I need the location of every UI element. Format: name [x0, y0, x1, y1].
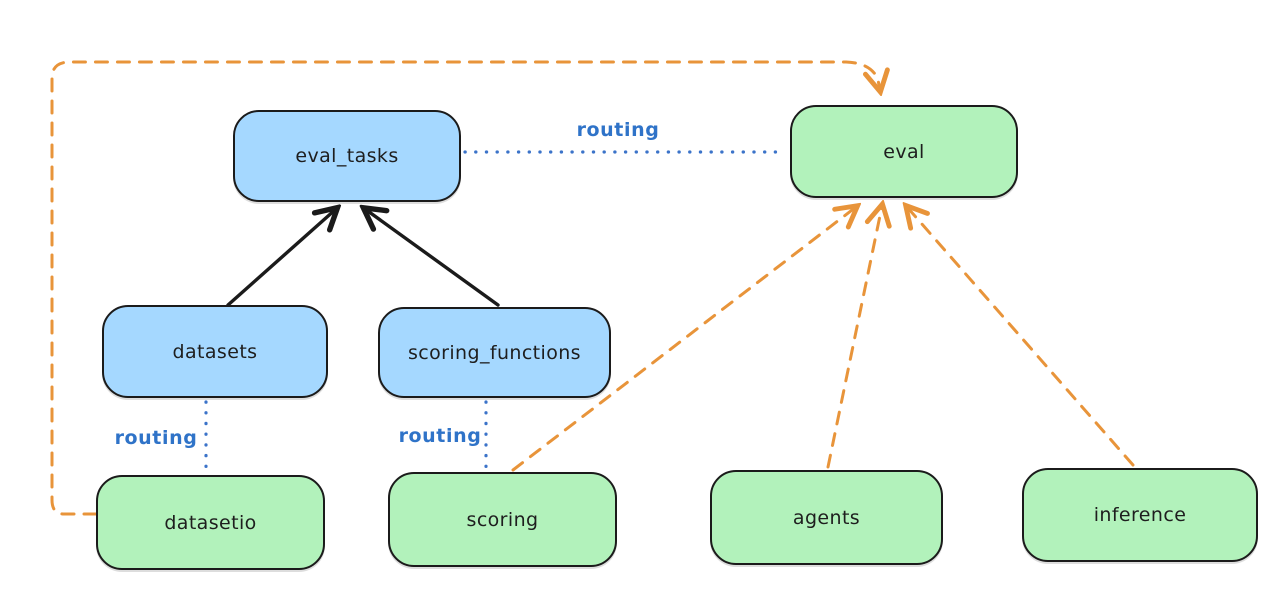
routing-label-datasets-datasetio: routing — [114, 427, 198, 449]
edge-datasets-to-eval-tasks — [226, 209, 336, 307]
node-scoring-functions: scoring_functions — [378, 307, 611, 398]
node-inference-label: inference — [1093, 504, 1187, 526]
node-scoring-label: scoring — [466, 508, 539, 531]
node-datasetio: datasetio — [96, 475, 325, 570]
node-datasets-label: datasets — [172, 340, 258, 363]
node-eval: eval — [790, 105, 1018, 198]
node-eval-label: eval — [883, 140, 925, 163]
node-agents-label: agents — [792, 506, 861, 529]
node-datasetio-label: datasetio — [164, 511, 257, 534]
edge-agents-to-eval — [826, 206, 882, 469]
node-scoring: scoring — [388, 472, 617, 567]
node-eval-tasks: eval_tasks — [233, 110, 461, 202]
node-agents: agents — [710, 470, 943, 565]
edge-datasetio-to-eval — [50, 60, 880, 516]
edge-scoring-to-eval — [511, 207, 856, 472]
routing-label-scoring-functions-scoring: routing — [398, 425, 482, 447]
node-eval-tasks-label: eval_tasks — [295, 145, 399, 167]
routing-label-eval-tasks-eval: routing — [576, 119, 660, 141]
node-scoring-functions-label: scoring_functions — [408, 341, 581, 364]
edge-inference-to-eval — [907, 207, 1135, 467]
node-datasets: datasets — [102, 305, 328, 398]
edge-scoring-functions-to-eval-tasks — [365, 209, 500, 307]
node-inference: inference — [1022, 468, 1258, 562]
